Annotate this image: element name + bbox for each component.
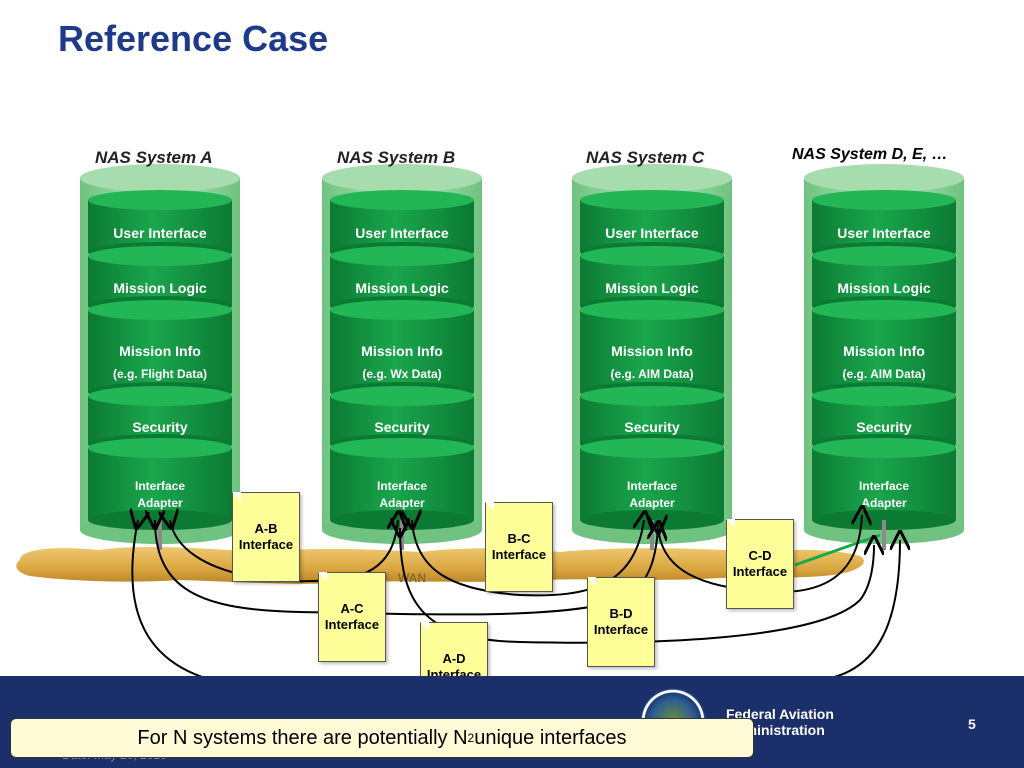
note-a-c-line2: Interface <box>324 617 380 632</box>
cylinder-top <box>572 164 732 192</box>
caption-before: For N systems there are potentially N <box>137 726 468 749</box>
note-a-d-line1: A-D <box>442 651 466 666</box>
caption-after: unique interfaces <box>474 726 627 749</box>
system-d-title: NAS System D, E, … <box>792 146 948 163</box>
layer-label: Security <box>856 419 911 435</box>
layer-label: Security <box>624 419 679 435</box>
layer-label: User Interface <box>605 225 699 241</box>
note-a-c-line1: A-C <box>340 601 364 616</box>
layer-label: Mission Logic <box>113 280 207 296</box>
wan-cloud <box>16 546 864 584</box>
page-number: 5 <box>968 716 976 732</box>
system-title: NAS System B <box>337 148 455 167</box>
layer-label-adapter: Adapter <box>861 496 907 510</box>
layer-info-example: (e.g. Wx Data) <box>362 367 441 381</box>
layer-label: User Interface <box>355 225 449 241</box>
caption-sup: 2 <box>467 731 475 745</box>
layer-info-example: (e.g. AIM Data) <box>843 367 926 381</box>
note-b-c: B-C Interface <box>485 502 553 592</box>
agency-name-line1: Federal Aviation <box>726 706 834 722</box>
layer-info-example: (e.g. Flight Data) <box>113 367 207 381</box>
cylinder-stem <box>882 520 886 550</box>
curve-b-c <box>412 520 644 597</box>
layer-mission-info: Mission Info (e.g. AIM Data) <box>812 300 956 402</box>
cylinder-top <box>80 164 240 192</box>
layer-label: Mission Logic <box>837 280 931 296</box>
layer-label: User Interface <box>113 225 207 241</box>
note-a-b-line1: A-B <box>254 521 278 536</box>
note-a-b-line2: Interface <box>238 537 294 552</box>
note-c-d-line1: C-D <box>748 548 772 563</box>
layer-label: Mission Info <box>119 343 201 359</box>
cylinder-stem <box>158 520 162 550</box>
layer-label-adapter: Adapter <box>137 496 183 510</box>
layer-label: Mission Info <box>361 343 443 359</box>
layer-mission-logic: Mission Logic <box>812 246 956 316</box>
note-c-d-line2: Interface <box>732 564 788 579</box>
layer-label-adapter: Adapter <box>629 496 675 510</box>
layer-label-adapter: Adapter <box>379 496 425 510</box>
layer-security: Security <box>330 386 474 454</box>
layer-label: User Interface <box>837 225 931 241</box>
note-a-c: A-C Interface <box>318 572 386 662</box>
note-b-c-line2: Interface <box>491 547 547 562</box>
layer-label: Security <box>374 419 429 435</box>
layer-label-interface: Interface <box>135 479 185 493</box>
cylinder-top <box>804 164 964 192</box>
layer-label: Mission Logic <box>355 280 449 296</box>
layer-label: Mission Logic <box>605 280 699 296</box>
cylinder-top <box>322 164 482 192</box>
layer-label: Mission Info <box>843 343 925 359</box>
wan-label: WAN <box>398 571 426 585</box>
page-title: Reference Case <box>58 18 329 59</box>
cylinder-stem <box>650 520 654 550</box>
note-b-c-line1: B-C <box>507 531 531 546</box>
note-b-d-line2: Interface <box>593 622 649 637</box>
note-a-b: A-B Interface <box>232 492 300 582</box>
layer-label-interface: Interface <box>859 479 909 493</box>
note-b-d: B-D Interface <box>587 577 655 667</box>
system-title: NAS System C <box>586 148 705 167</box>
layer-label-interface: Interface <box>377 479 427 493</box>
layer-info-example: (e.g. AIM Data) <box>611 367 694 381</box>
note-c-d: C-D Interface <box>726 519 794 609</box>
layer-label: Mission Info <box>611 343 693 359</box>
system-title: NAS System A <box>95 148 212 167</box>
note-b-d-line1: B-D <box>609 606 633 621</box>
layer-label: Security <box>132 419 187 435</box>
layer-label-interface: Interface <box>627 479 677 493</box>
